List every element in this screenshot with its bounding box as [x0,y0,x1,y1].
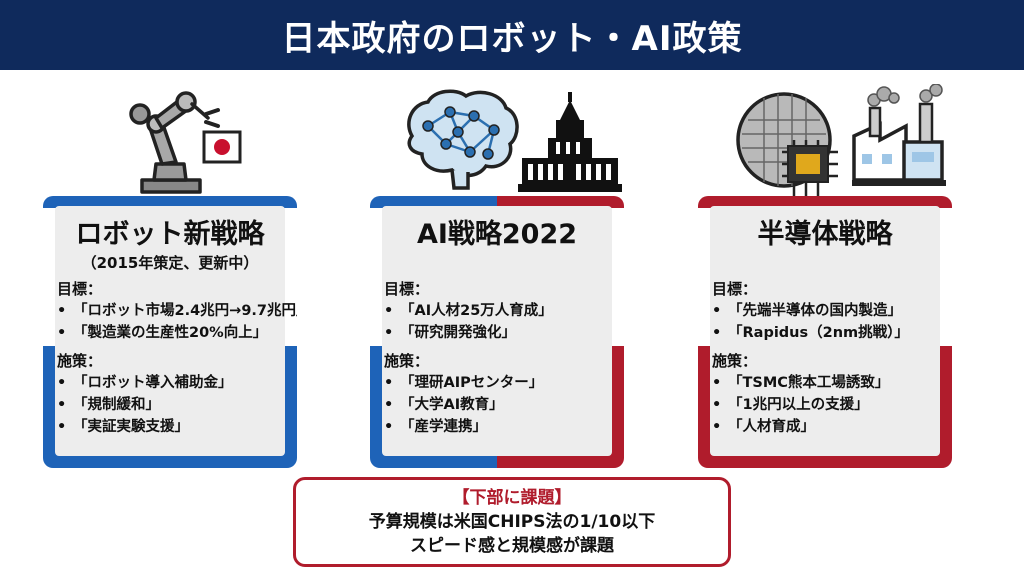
bullet: • [384,397,394,413]
measure-item: •「人材育成」 [712,416,948,438]
brain-network-icon [407,89,519,190]
card-title: AI戦略2022 [416,219,578,250]
card-robot-strategy: ロボット新戦略 （2015年策定、更新中） 目標： •「ロボット市場2.4兆円→… [43,196,297,468]
bullet: • [712,303,722,319]
goal-item: •「製造業の生産性20%向上」 [57,322,293,344]
bullet: • [57,375,67,391]
issues-line: スピード感と規模感が課題 [410,536,614,556]
card-ai-strategy: AI戦略2022 目標： •「AI人材25万人育成」 •「研究開発強化」 施策：… [370,196,624,468]
measure-item: •「産学連携」 [384,416,620,438]
measures-label: 施策： [57,352,103,370]
measures-label: 施策： [712,352,758,370]
page-title: 日本政府のロボット・AI政策 [281,18,743,59]
goals-label: 目標： [712,280,758,298]
goal-item: •「研究開発強化」 [384,322,620,344]
card-body: 目標： •「AI人材25万人育成」 •「研究開発強化」 施策： •「理研AIPセ… [384,278,620,438]
card-title: ロボット新戦略 [75,219,265,250]
issues-box: 【下部に課題】 予算規模は米国CHIPS法の1/10以下 スピード感と規模感が課… [293,477,731,567]
card-body: 目標： •「先端半導体の国内製造」 •「Rapidus（2nm挑戦）」 施策： … [712,278,948,438]
diet-building-icon [518,92,622,192]
issues-line: 予算規模は米国CHIPS法の1/10以下 [368,512,656,532]
bullet: • [384,419,394,435]
measure-item: •「理研AIPセンター」 [384,372,620,394]
semiconductor-illustration [736,84,946,196]
goal-item: •「ロボット市場2.4兆円→9.7兆円」 [57,300,297,322]
bullet: • [712,397,722,413]
bullet: • [57,397,67,413]
card-panel [55,206,285,456]
card-panel [710,206,940,456]
card-title: 半導体戦略 [757,219,893,250]
bullet: • [384,325,394,341]
goal-item: •「先端半導体の国内製造」 [712,300,948,322]
measure-item: •「TSMC熊本工場誘致」 [712,372,948,394]
card-panel [382,206,612,456]
issues-heading: 【下部に課題】 [452,488,572,508]
measure-item: •「ロボット導入補助金」 [57,372,293,394]
bullet: • [57,303,67,319]
robot-arm-icon [129,91,242,194]
ai-illustration [407,89,622,192]
card-semiconductor-strategy: 半導体戦略 目標： •「先端半導体の国内製造」 •「Rapidus（2nm挑戦）… [698,196,952,468]
measures-label: 施策： [384,352,430,370]
goals-label: 目標： [384,280,430,298]
card-body: 目標： •「ロボット市場2.4兆円→9.7兆円」 •「製造業の生産性20%向上」… [57,278,297,438]
measure-item: •「大学AI教育」 [384,394,620,416]
bullet: • [384,303,394,319]
card-subtitle: （2015年策定、更新中） [81,254,259,272]
bullet: • [712,375,722,391]
measure-item: •「規制緩和」 [57,394,293,416]
bullet: • [57,419,67,435]
bullet: • [57,325,67,341]
measure-item: •「実証実験支援」 [57,416,293,438]
goals-label: 目標： [57,280,103,298]
japan-flag-icon [202,130,242,164]
cpu-chip-icon [782,140,838,196]
title-bar: 日本政府のロボット・AI政策 [0,0,1024,70]
factory-icon [852,84,946,186]
bullet: • [384,375,394,391]
bullet: • [712,419,722,435]
measure-item: •「1兆円以上の支援」 [712,394,948,416]
goal-item: •「Rapidus（2nm挑戦）」 [712,322,948,344]
goal-item: •「AI人材25万人育成」 [384,300,620,322]
bullet: • [712,325,722,341]
